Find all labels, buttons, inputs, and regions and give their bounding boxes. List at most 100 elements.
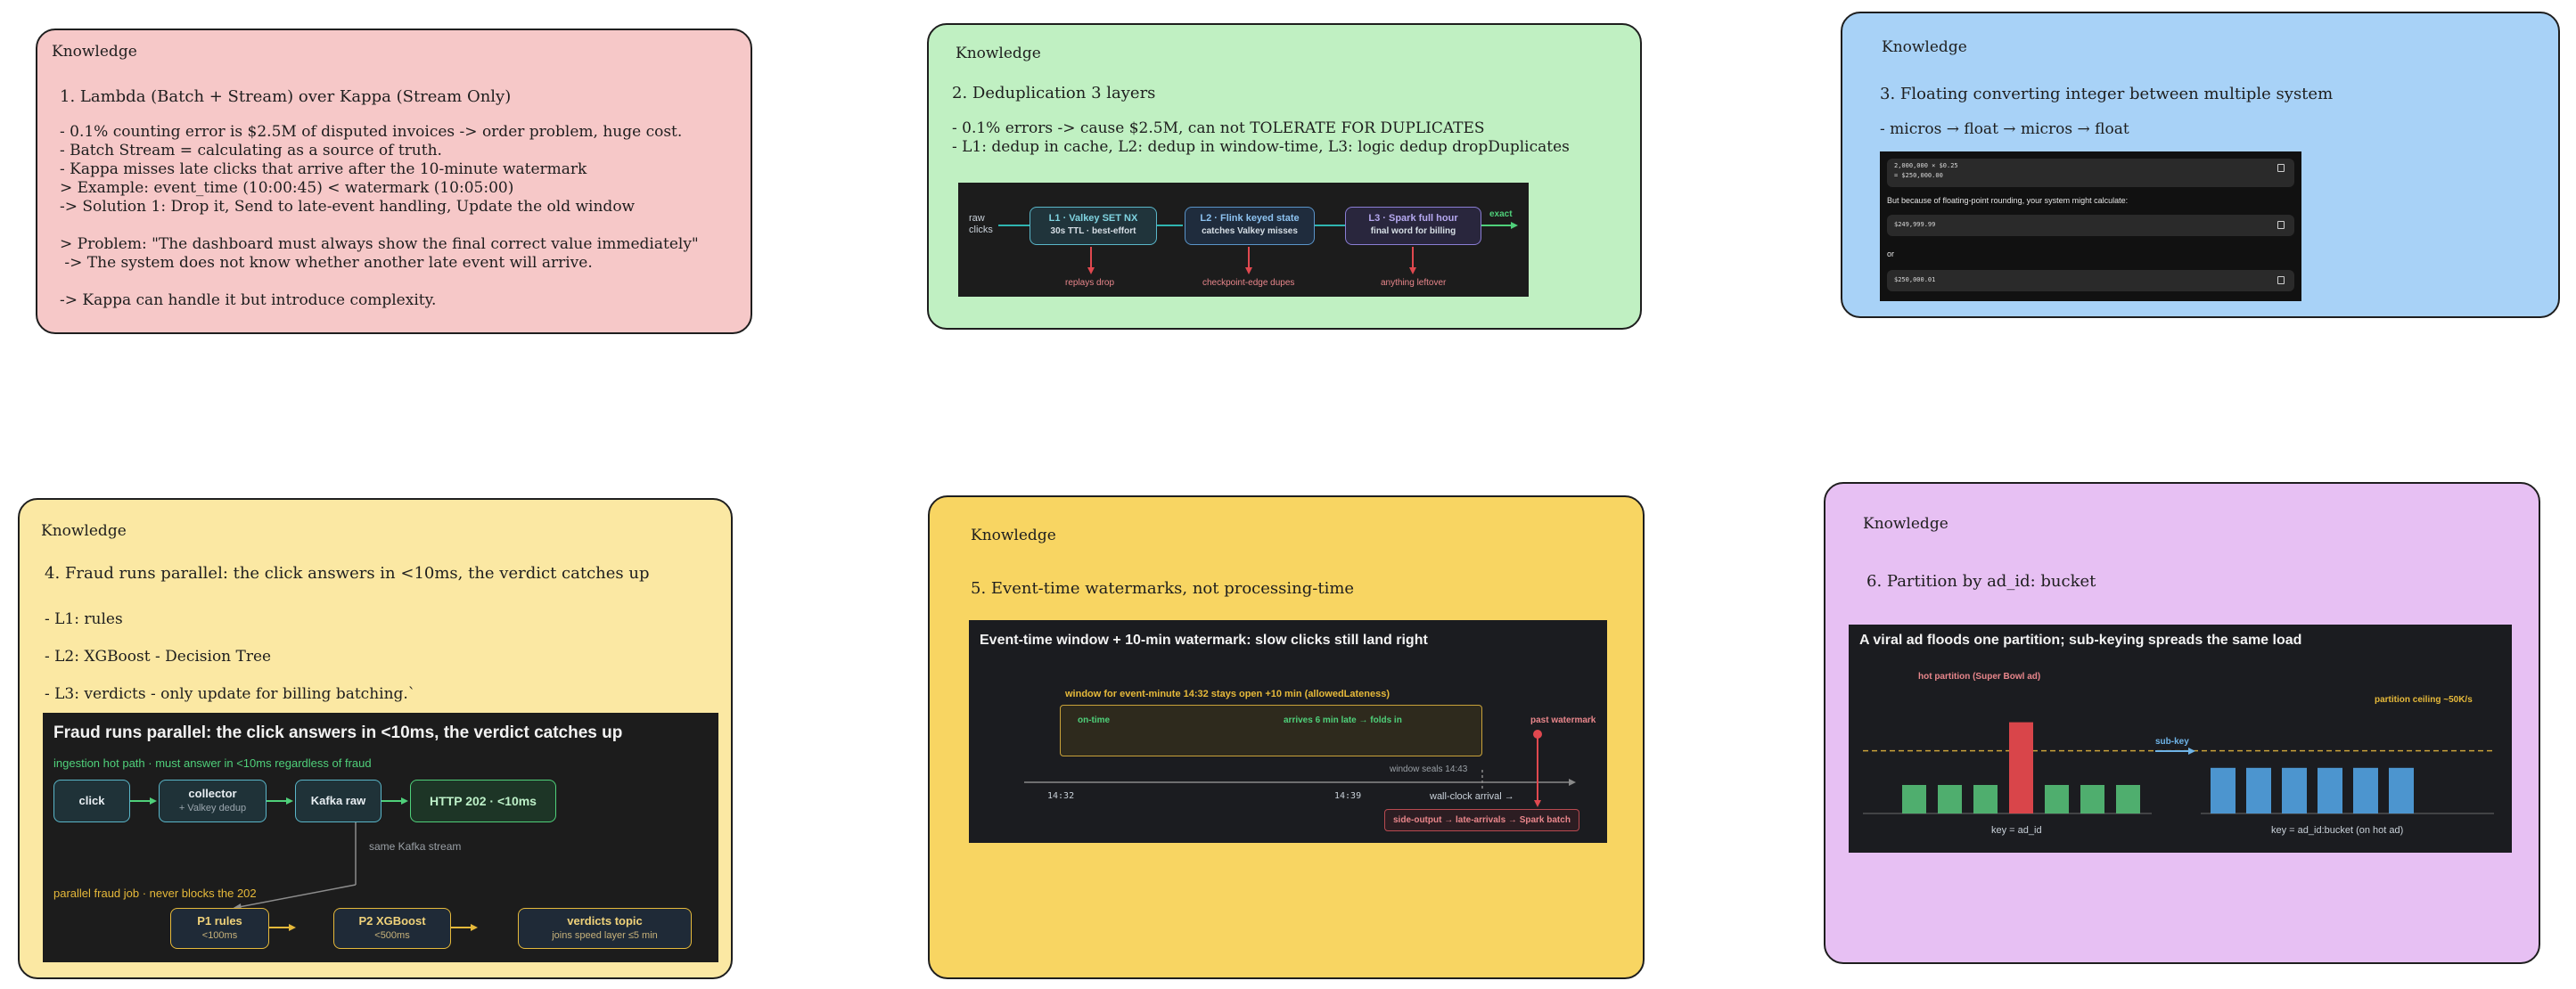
partition-bar (1938, 785, 1962, 813)
wall-clock-label: wall-clock arrival → (1430, 791, 1514, 802)
sub-key-label: sub-key (2155, 737, 2189, 747)
hot-partition-bar (2009, 722, 2033, 813)
node-label: HTTP 202 · <10ms (430, 794, 537, 808)
node-label: collector (188, 787, 237, 800)
note-line: - 0.1% errors -> cause $2.5M, can not TO… (952, 119, 1485, 137)
tick-label: 14:32 (1047, 791, 1075, 801)
code-block-total (1887, 159, 2294, 187)
diagram-title: Fraud runs parallel: the click answers i… (53, 723, 623, 742)
note-line: - Batch Stream = calculating as a source… (60, 142, 442, 159)
on-time-label: on-time (1078, 715, 1111, 725)
sub-key-bar (2211, 767, 2236, 813)
card-title: 2. Deduplication 3 layers (952, 84, 1156, 102)
sub-key-bar (2282, 767, 2307, 813)
copy-icon[interactable] (2277, 164, 2285, 172)
partition-bar (2045, 785, 2069, 813)
drop-label-l3: anything leftover (1381, 278, 1447, 288)
note-line: - L2: XGBoost - Decision Tree (45, 648, 272, 666)
code-block-low (1887, 215, 2294, 236)
diagram-title: Event-time window + 10-min watermark: sl… (980, 633, 1428, 648)
sub-key-bar (2246, 767, 2271, 813)
node-sub: <100ms (201, 930, 238, 941)
partition-bar (2116, 785, 2140, 813)
node-label: verdicts topic (567, 914, 643, 928)
code-total-text: 2,000,000 × $0.25 = $250,000.00 (1894, 162, 1958, 179)
copy-icon[interactable] (2277, 276, 2285, 284)
knowledge-label: Knowledge (1863, 515, 1948, 533)
drop-label-l1: replays drop (1065, 278, 1115, 288)
raw-clicks-label: raw clicks (969, 213, 993, 235)
knowledge-card-fraud[interactable]: Knowledge 4. Fraud runs parallel: the cl… (18, 498, 733, 979)
dedup-diagram: raw clicks L1 · Valkey SET NX 30s TTL · … (958, 183, 1529, 297)
p2-xgboost-node: P2 XGBoost <500ms (333, 908, 451, 949)
x-axis-label-left: key = ad_id (1991, 825, 2042, 836)
output-exact-label: exact (1489, 209, 1513, 219)
window-seals-label: window seals 14:43 (1390, 764, 1468, 774)
knowledge-label: Knowledge (971, 527, 1056, 544)
or-label: or (1887, 249, 1895, 258)
ceiling-label: partition ceiling ~50K/s (2375, 695, 2473, 705)
x-axis-label-right: key = ad_id:bucket (on hot ad) (2271, 825, 2404, 836)
layer-title: L3 · Spark full hour (1368, 213, 1458, 224)
knowledge-label: Knowledge (52, 43, 137, 61)
hot-partition-label: hot partition (Super Bowl ad) (1918, 672, 2041, 682)
sub-key-bar (2318, 767, 2342, 813)
layer-title: L1 · Valkey SET NX (1048, 213, 1138, 224)
node-label: P2 XGBoost (358, 914, 426, 928)
sub-key-bar (2389, 767, 2414, 813)
chart-title: A viral ad floods one partition; sub-key… (1859, 633, 2302, 648)
copy-icon[interactable] (2277, 221, 2285, 229)
dedup-layer-l2: L2 · Flink keyed state catches Valkey mi… (1185, 207, 1315, 245)
http-202-node: HTTP 202 · <10ms (410, 780, 556, 822)
kafka-raw-node: Kafka raw (295, 780, 381, 822)
card-title: 1. Lambda (Batch + Stream) over Kappa (S… (60, 87, 512, 106)
note-line: - L1: dedup in cache, L2: dedup in windo… (952, 138, 1570, 156)
watermark-diagram: Event-time window + 10-min watermark: sl… (969, 620, 1607, 843)
note-line: - L3: verdicts - only update for billing… (45, 685, 416, 703)
layer-sub: catches Valkey misses (1202, 226, 1298, 236)
drop-label-l2: checkpoint-edge dupes (1202, 278, 1295, 288)
verdicts-topic-node: verdicts topic joins speed layer ≤5 min (518, 908, 692, 949)
event-window (1060, 705, 1482, 756)
sub-key-bar (2353, 767, 2378, 813)
dedup-arrows (998, 222, 1518, 274)
note-line: -> Solution 1: Drop it, Send to late-eve… (60, 198, 636, 216)
node-sub: <500ms (374, 930, 410, 941)
note-line: - L1: rules (45, 610, 123, 628)
node-label: click (78, 794, 105, 807)
knowledge-label: Knowledge (956, 45, 1041, 62)
layer-sub: final word for billing (1370, 226, 1456, 236)
card-title: 3. Floating converting integer between m… (1880, 85, 2334, 103)
dedup-layer-l3: L3 · Spark full hour final word for bill… (1345, 207, 1481, 245)
hot-path-label: ingestion hot path · must answer in <10m… (53, 756, 372, 770)
layer-title: L2 · Flink keyed state (1200, 213, 1300, 224)
note-line: > Example: event_time (10:00:45) < water… (60, 179, 514, 197)
knowledge-card-watermarks[interactable]: Knowledge 5. Event-time watermarks, not … (928, 495, 1645, 979)
knowledge-card-lambda-kappa[interactable]: Knowledge 1. Lambda (Batch + Stream) ove… (36, 29, 752, 334)
code-panel: 2,000,000 × $0.25 = $250,000.00 But beca… (1880, 151, 2301, 301)
side-output-box: side-output → late-arrivals → Spark batc… (1384, 809, 1579, 831)
window-label: window for event-minute 14:32 stays open… (1065, 689, 1391, 699)
layer-sub: 30s TTL · best-effort (1050, 226, 1136, 236)
partition-bar (1902, 785, 1926, 813)
note-line: -> Kappa can handle it but introduce com… (60, 291, 437, 309)
card-title: 6. Partition by ad_id: bucket (1866, 572, 2096, 591)
knowledge-card-float[interactable]: Knowledge 3. Floating converting integer… (1841, 12, 2560, 318)
partition-chart: A viral ad floods one partition; sub-key… (1849, 625, 2512, 853)
parallel-label: parallel fraud job · never blocks the 20… (53, 887, 257, 900)
code-block-high (1887, 270, 2294, 291)
code-low-text: $249,999.99 (1894, 221, 1936, 228)
tick-label: 14:39 (1334, 791, 1362, 801)
note-line: -> The system does not know whether anot… (60, 254, 593, 272)
knowledge-label: Knowledge (1882, 38, 1967, 56)
knowledge-card-dedup[interactable]: Knowledge 2. Deduplication 3 layers - 0.… (927, 23, 1642, 330)
node-sub: + Valkey dedup (178, 803, 247, 813)
knowledge-label: Knowledge (41, 522, 127, 540)
partition-bar (1973, 785, 1998, 813)
p1-rules-node: P1 rules <100ms (170, 908, 269, 949)
node-sub: joins speed layer ≤5 min (552, 930, 658, 941)
fraud-diagram: Fraud runs parallel: the click answers i… (43, 713, 718, 962)
knowledge-card-partition[interactable]: Knowledge 6. Partition by ad_id: bucket … (1824, 482, 2540, 964)
sub-key-arrowhead (2188, 748, 2195, 755)
collector-node: collector + Valkey dedup (159, 780, 267, 822)
